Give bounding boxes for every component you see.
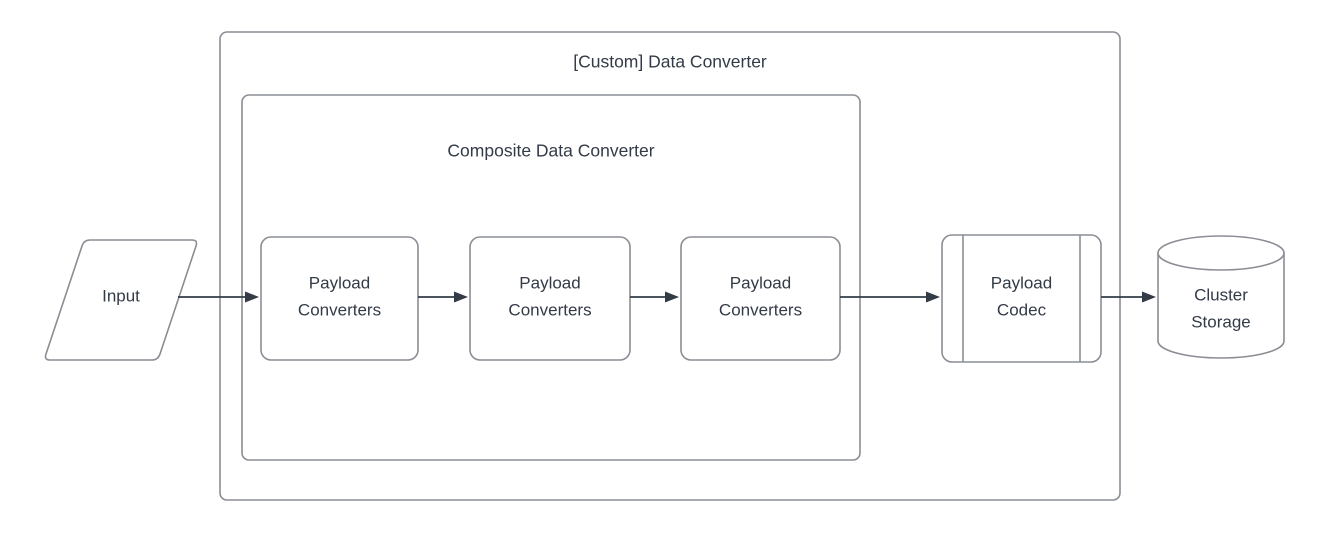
custom-data-converter-border [219,31,1121,501]
edge-pc3-to-codec-arrowhead [926,291,940,303]
node-input[interactable]: Input [44,239,198,361]
payload-converters-1-shape [260,236,419,361]
payload-codec-label-line-1: Payload [991,273,1052,292]
composite-data-converter-label: Composite Data Converter [447,141,654,161]
edge-payload-converters-3-to-payload-codec [840,291,940,303]
payload-converters-1-label-line-1: Payload [309,273,370,292]
edge-payload-converters-2-to-3 [630,291,679,303]
payload-codec-label-line-2: Codec [997,300,1047,319]
node-cluster-storage[interactable]: Cluster Storage [1157,235,1285,359]
input-label: Input [102,286,140,305]
node-payload-converters-1[interactable]: Payload Converters [260,236,419,361]
custom-data-converter-label: [Custom] Data Converter [573,52,767,72]
edge-payload-codec-to-cluster-storage [1101,291,1156,303]
container-composite-data-converter[interactable]: Composite Data Converter [241,94,861,461]
edge-pc1-to-pc2-arrowhead [454,291,468,303]
cluster-storage-label-line-2: Storage [1191,312,1251,331]
payload-converters-2-label-line-1: Payload [519,273,580,292]
payload-codec-shape [941,234,1102,363]
payload-converters-2-shape [469,236,631,361]
edge-input-to-pc1-arrowhead [245,291,259,303]
payload-converters-3-shape [680,236,841,361]
cluster-storage-body [1157,252,1285,359]
edge-codec-to-storage-arrowhead [1142,291,1156,303]
composite-data-converter-border [241,94,861,461]
edge-pc2-to-pc3-arrowhead [665,291,679,303]
payload-converters-3-label-line-2: Converters [719,300,802,319]
container-custom-data-converter[interactable]: [Custom] Data Converter [219,31,1121,501]
input-parallelogram-shape [44,239,198,361]
payload-converters-2-label-line-2: Converters [508,300,591,319]
edge-input-to-payload-converters-1 [178,291,259,303]
node-payload-converters-2[interactable]: Payload Converters [469,236,631,361]
cluster-storage-top-ellipse [1157,235,1285,271]
cluster-storage-label-line-1: Cluster [1194,285,1248,304]
payload-converters-3-label-line-1: Payload [730,273,791,292]
node-payload-converters-3[interactable]: Payload Converters [680,236,841,361]
edge-payload-converters-1-to-2 [418,291,468,303]
node-payload-codec[interactable]: Payload Codec [941,234,1102,363]
payload-converters-1-label-line-2: Converters [298,300,381,319]
